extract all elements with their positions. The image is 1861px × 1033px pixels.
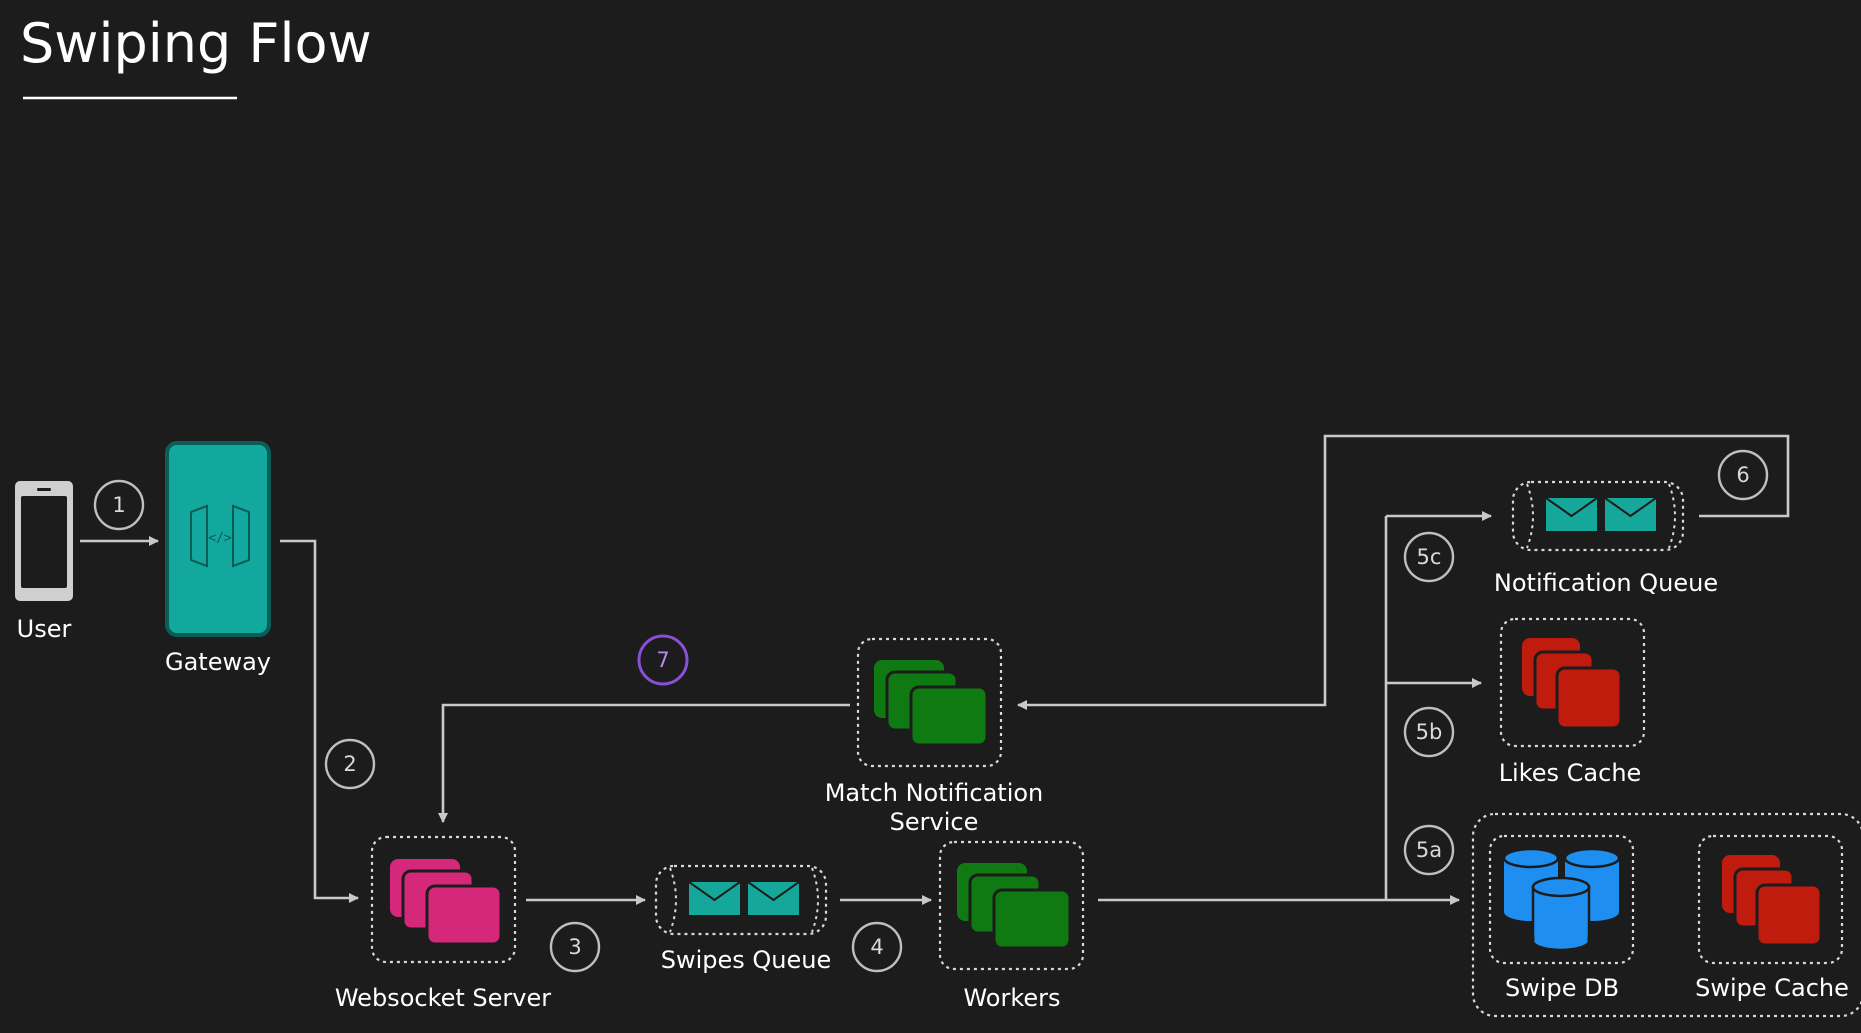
step-badge-1: 1 bbox=[93, 479, 145, 531]
user-node: User bbox=[15, 481, 73, 643]
swipe-cache-label: Swipe Cache bbox=[1695, 974, 1849, 1002]
workers-node: Workers bbox=[938, 840, 1085, 1012]
step-badge-4: 4 bbox=[851, 921, 903, 973]
user-label: User bbox=[17, 615, 72, 643]
websocket-server-node: Websocket Server bbox=[335, 835, 551, 1012]
svg-text:1: 1 bbox=[112, 493, 125, 517]
database-cylinders-icon bbox=[1502, 847, 1621, 952]
likes-cache-label: Likes Cache bbox=[1499, 759, 1642, 787]
svg-text:4: 4 bbox=[870, 935, 883, 959]
workers-label: Workers bbox=[963, 984, 1060, 1012]
worker-stack-icon bbox=[957, 863, 1072, 950]
swipes-queue-label: Swipes Queue bbox=[661, 946, 832, 974]
svg-text:5c: 5c bbox=[1417, 545, 1442, 569]
cache-stack-icon bbox=[1522, 638, 1623, 730]
svg-text:5a: 5a bbox=[1416, 838, 1442, 862]
step-badge-2: 2 bbox=[324, 738, 376, 790]
edge-gateway-websocket bbox=[280, 539, 359, 903]
svg-text:5b: 5b bbox=[1416, 720, 1443, 744]
edge-notification-queue-match-service bbox=[1017, 434, 1790, 710]
step-badge-7: 7 bbox=[637, 634, 689, 686]
notification-queue-node: Notification Queue bbox=[1494, 480, 1718, 597]
likes-cache-node: Likes Cache bbox=[1499, 617, 1646, 787]
message-queue-icon bbox=[669, 867, 819, 933]
gateway-node: </> Gateway bbox=[165, 441, 271, 676]
page-title: Swiping Flow bbox=[20, 12, 372, 75]
smartphone-icon bbox=[15, 481, 73, 601]
step-badge-5a: 5a bbox=[1403, 824, 1455, 876]
step-badge-3: 3 bbox=[549, 921, 601, 973]
websocket-server-label: Websocket Server bbox=[335, 984, 551, 1012]
gateway-label: Gateway bbox=[165, 648, 271, 676]
server-stack-icon bbox=[390, 859, 503, 946]
notification-queue-label: Notification Queue bbox=[1494, 569, 1718, 597]
step-badge-5b: 5b bbox=[1403, 706, 1455, 758]
swipe-db-label: Swipe DB bbox=[1505, 974, 1619, 1002]
svg-text:7: 7 bbox=[656, 648, 669, 672]
api-gateway-icon: </> bbox=[190, 504, 250, 568]
svg-text:3: 3 bbox=[568, 935, 581, 959]
edge-match-service-websocket bbox=[438, 703, 850, 823]
message-queue-icon bbox=[1526, 483, 1676, 549]
cache-stack-icon bbox=[1722, 855, 1823, 947]
step-badge-5c: 5c bbox=[1403, 531, 1455, 583]
worker-stack-icon bbox=[874, 660, 989, 747]
svg-text:2: 2 bbox=[343, 752, 356, 776]
swipe-db-node: Swipe DB bbox=[1488, 834, 1635, 1002]
swipes-queue-node: Swipes Queue bbox=[654, 864, 832, 974]
match-notification-service-label-line1: Match Notification bbox=[825, 779, 1044, 807]
svg-text:6: 6 bbox=[1736, 463, 1749, 487]
match-notification-service-node: Match Notification Service bbox=[825, 637, 1044, 836]
step-badge-6: 6 bbox=[1717, 449, 1769, 501]
svg-text:</>: </> bbox=[208, 531, 232, 546]
swipe-cache-node: Swipe Cache bbox=[1695, 834, 1849, 1002]
match-notification-service-label-line2: Service bbox=[890, 808, 979, 836]
swipe-storage-group: Swipe DB Swipe Cache bbox=[1471, 812, 1861, 1018]
